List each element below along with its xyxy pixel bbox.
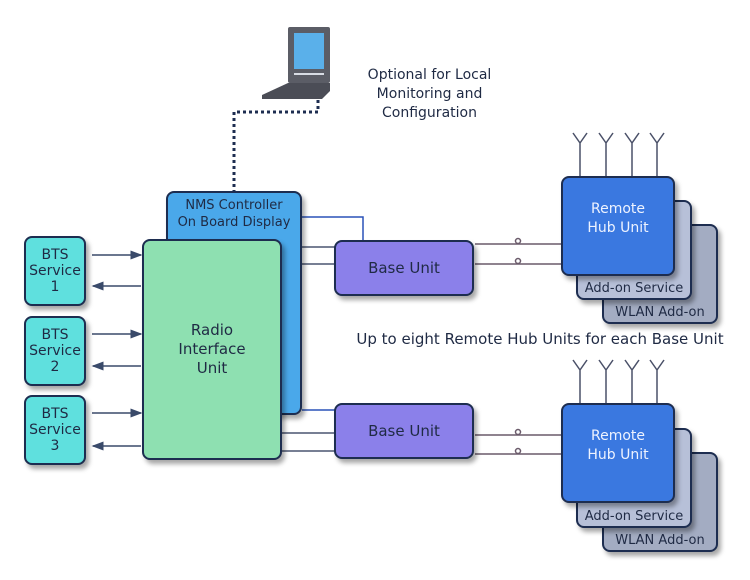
riu-label: Interface bbox=[178, 340, 246, 358]
caption-line: Monitoring and bbox=[376, 86, 483, 102]
nms-to-base1-line bbox=[302, 216, 364, 240]
caption-line: Optional for Local bbox=[367, 67, 492, 83]
nms-label: On Board Display bbox=[177, 215, 291, 230]
base-unit-2: Base Unit bbox=[334, 403, 474, 459]
laptop-icon bbox=[262, 27, 330, 99]
antenna-icons-2 bbox=[572, 359, 665, 405]
antenna-icons-1 bbox=[572, 132, 665, 178]
caption-line: Configuration bbox=[382, 105, 477, 121]
riu-label: Radio bbox=[190, 321, 234, 339]
radio-interface-unit: Radio Interface Unit bbox=[142, 239, 282, 460]
base-unit-label: Base Unit bbox=[368, 259, 440, 277]
laptop-link-dotted bbox=[232, 100, 320, 192]
base-unit-1: Base Unit bbox=[334, 240, 474, 296]
laptop-caption: Optional for Local Monitoring and Config… bbox=[352, 66, 507, 123]
remote-hub-note: Up to eight Remote Hub Units for each Ba… bbox=[356, 330, 724, 348]
nms-label: NMS Controller bbox=[185, 198, 283, 213]
riu-label: Unit bbox=[196, 359, 228, 377]
base-unit-label: Base Unit bbox=[368, 422, 440, 440]
